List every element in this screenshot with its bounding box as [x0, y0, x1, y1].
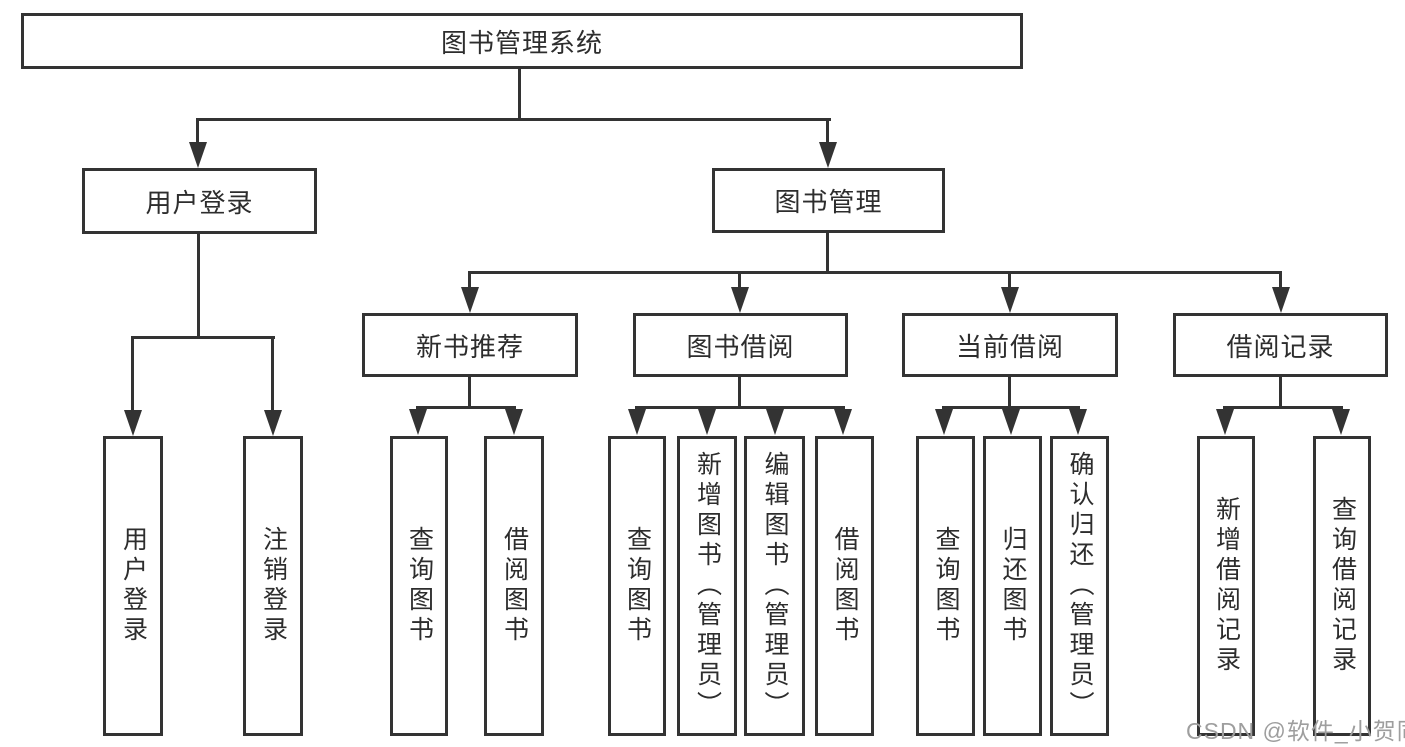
- arrowhead-down: [1332, 409, 1350, 435]
- connector-line: [271, 338, 274, 412]
- leaf-confirm-return-admin: 确认归还（管理员）: [1050, 436, 1109, 736]
- connector-line: [196, 120, 199, 144]
- arrowhead-down: [189, 142, 207, 168]
- connector-line: [197, 234, 200, 338]
- arrowhead-down: [505, 409, 523, 435]
- connector-line: [942, 406, 1080, 409]
- node-new-book-recommend: 新书推荐: [362, 313, 578, 377]
- arrowhead-down: [409, 409, 427, 435]
- node-label: 图书管理系统: [440, 27, 603, 58]
- connector-line: [468, 271, 1282, 274]
- arrowhead-down: [1272, 287, 1290, 313]
- node-label: 图书管理: [774, 187, 883, 217]
- connector-line: [468, 377, 471, 409]
- connector-line: [518, 69, 521, 119]
- node-label: 新增借阅记录: [1212, 496, 1241, 676]
- connector-line: [826, 120, 829, 144]
- connector-line: [738, 273, 741, 289]
- node-label: 编辑图书（管理员）: [761, 451, 789, 721]
- connector-line: [1008, 377, 1011, 409]
- leaf-query-borrow-record: 查询借阅记录: [1313, 436, 1371, 736]
- connector-line: [131, 338, 134, 412]
- connector-line: [635, 406, 845, 409]
- leaf-query-books-borrowing: 查询图书: [608, 436, 666, 736]
- node-label: 查询借阅记录: [1328, 496, 1357, 676]
- leaf-logout: 注销登录: [243, 436, 303, 736]
- arrowhead-down: [819, 142, 837, 168]
- node-label: 归还图书: [999, 526, 1027, 646]
- arrowhead-down: [766, 409, 784, 435]
- connector-line: [826, 233, 829, 273]
- node-borrowing-records: 借阅记录: [1173, 313, 1388, 377]
- connector-line: [416, 406, 516, 409]
- node-label: 图书借阅: [686, 331, 795, 362]
- arrowhead-down: [124, 410, 142, 436]
- leaf-borrow-books-borrowing: 借阅图书: [815, 436, 874, 736]
- node-label: 查询图书: [932, 526, 960, 646]
- connector-line: [1223, 406, 1343, 409]
- arrowhead-down: [628, 409, 646, 435]
- connector-line: [468, 273, 471, 289]
- connector-line: [1279, 273, 1282, 289]
- node-label: 查询图书: [623, 526, 652, 646]
- arrowhead-down: [731, 287, 749, 313]
- node-current-borrowing: 当前借阅: [902, 313, 1118, 377]
- connector-line: [196, 118, 831, 121]
- node-label: 新增图书（管理员）: [693, 451, 722, 721]
- node-label: 查询图书: [405, 526, 434, 646]
- leaf-query-books-current: 查询图书: [916, 436, 975, 736]
- node-label: 借阅图书: [500, 526, 529, 646]
- node-root-library-system: 图书管理系统: [21, 13, 1023, 69]
- leaf-user-login: 用户登录: [103, 436, 163, 736]
- arrowhead-down: [698, 409, 716, 435]
- leaf-return-book: 归还图书: [983, 436, 1042, 736]
- leaf-edit-book-admin: 编辑图书（管理员）: [744, 436, 805, 736]
- node-label: 当前借阅: [955, 331, 1064, 362]
- arrowhead-down: [1216, 409, 1234, 435]
- connector-line: [131, 336, 275, 339]
- node-label: 用户登录: [145, 187, 254, 218]
- node-label: 新书推荐: [415, 331, 524, 362]
- arrowhead-down: [1069, 409, 1087, 435]
- arrowhead-down: [1001, 287, 1019, 313]
- node-label: 注销登录: [259, 526, 288, 646]
- leaf-borrow-books-recommend: 借阅图书: [484, 436, 544, 736]
- node-book-management: 图书管理: [712, 168, 945, 233]
- arrowhead-down: [264, 410, 282, 436]
- connector-line: [738, 377, 741, 409]
- watermark-text: CSDN @软件_小贺同学: [1186, 718, 1405, 744]
- node-book-borrowing: 图书借阅: [633, 313, 848, 377]
- connector-line: [1008, 273, 1011, 289]
- node-label: 用户登录: [119, 526, 148, 646]
- node-label: 确认归还（管理员）: [1066, 451, 1094, 721]
- arrowhead-down: [461, 287, 479, 313]
- arrowhead-down: [935, 409, 953, 435]
- node-label: 借阅图书: [831, 526, 859, 646]
- leaf-add-borrow-record: 新增借阅记录: [1197, 436, 1255, 736]
- arrowhead-down: [834, 409, 852, 435]
- node-user-login: 用户登录: [82, 168, 317, 234]
- arrowhead-down: [1002, 409, 1020, 435]
- node-label: 借阅记录: [1226, 331, 1335, 362]
- leaf-query-books-recommend: 查询图书: [390, 436, 448, 736]
- connector-line: [1279, 377, 1282, 409]
- leaf-add-book-admin: 新增图书（管理员）: [677, 436, 737, 736]
